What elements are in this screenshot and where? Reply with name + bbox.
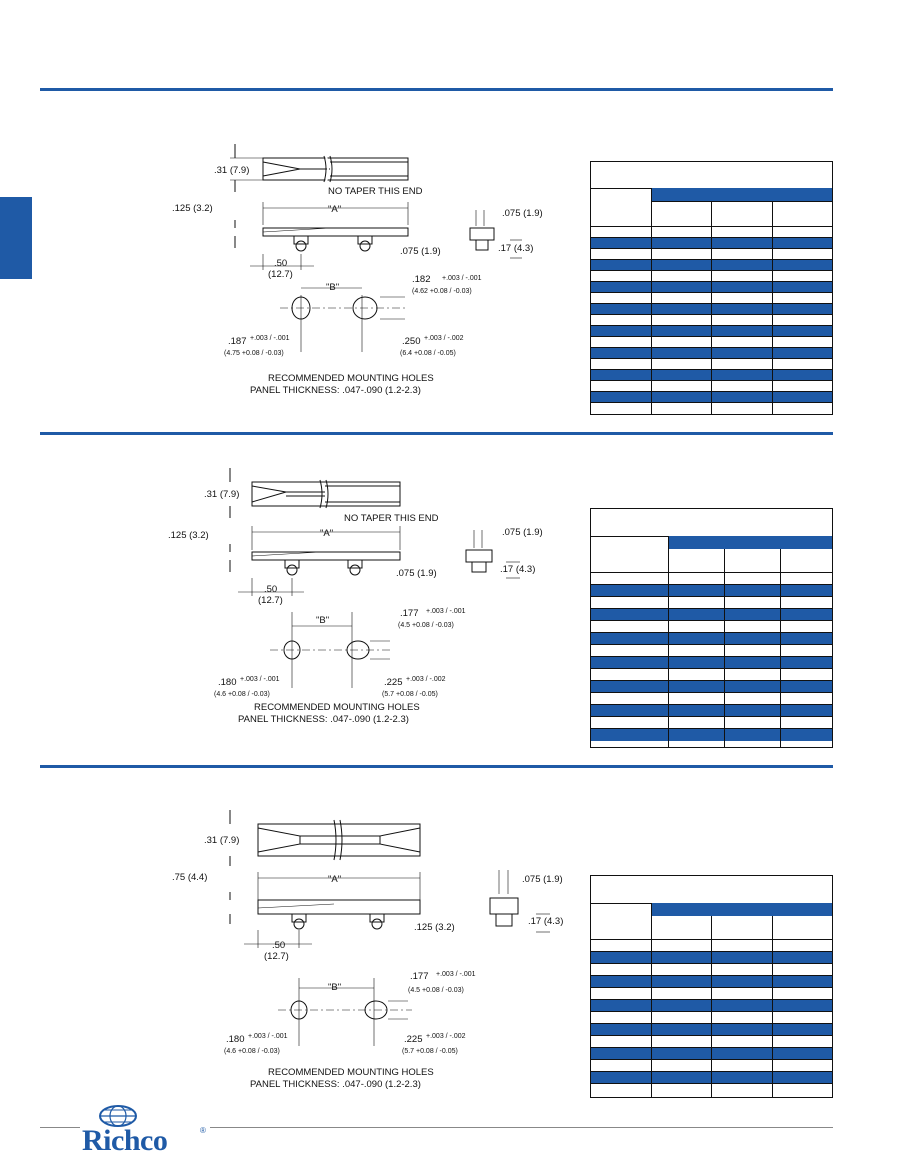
dim-pitch: .50 <box>264 584 277 595</box>
rec-mounting: RECOMMENDED MOUNTING HOLES <box>254 702 420 713</box>
dim-hole-rr-mm: (6.4 +0.08 / -0.05) <box>400 350 456 357</box>
dim-hole-rr-mm: (5.7 +0.08 / -0.05) <box>402 1048 458 1055</box>
dim-h1: .31 (7.9) <box>204 835 239 846</box>
section-rule-1 <box>40 88 833 91</box>
brand-name: Richco <box>82 1124 168 1157</box>
dim-clip-h: .17 (4.3) <box>500 564 535 575</box>
dim-hole-l: .180 <box>218 677 237 688</box>
panel-thickness: PANEL THICKNESS: .047-.090 (1.2-2.3) <box>250 1079 421 1090</box>
dim-clip-h: .17 (4.3) <box>498 243 533 254</box>
dim-clip-w: .075 (1.9) <box>522 874 563 885</box>
dim-pitch: .50 <box>274 258 287 269</box>
dim-hole-l-tol: +.003 / -.001 <box>250 335 290 342</box>
part-table-1 <box>590 161 833 415</box>
dim-h1: .31 (7.9) <box>214 165 249 176</box>
dim-hole-l-mm: (4.6 +0.08 / -0.03) <box>214 691 270 698</box>
dim-hole-rr: .225 <box>404 1034 423 1045</box>
footer-rule-left <box>40 1127 80 1128</box>
dim-h2: .75 (4.4) <box>172 872 207 883</box>
brand-reg: ® <box>200 1126 206 1135</box>
dim-hole-r-mm: (4.5 +0.08 / -0.03) <box>398 622 454 629</box>
dim-hole-r: .177 <box>400 608 419 619</box>
dim-hole-rr-tol: +.003 / -.002 <box>406 676 446 683</box>
dim-clip-w2: .075 (1.9) <box>396 568 437 579</box>
side-tab <box>0 197 32 279</box>
dim-hole-l-mm: (4.6 +0.08 / -0.03) <box>224 1048 280 1055</box>
dim-hole-rr: .225 <box>384 677 403 688</box>
dim-hole-r-tol: +.003 / -.001 <box>436 971 476 978</box>
dim-hole-l: .187 <box>228 336 247 347</box>
dim-h1: .31 (7.9) <box>204 489 239 500</box>
part-table-2 <box>590 508 833 748</box>
dim-hole-l-tol: +.003 / -.001 <box>240 676 280 683</box>
dim-hole-r: .177 <box>410 971 429 982</box>
dim-hole-rr: .250 <box>402 336 421 347</box>
drawing-section-2: .31 (7.9) NO TAPER THIS END "A" .125 (3.… <box>150 460 570 730</box>
dim-hole-rr-tol: +.003 / -.002 <box>424 335 464 342</box>
dim-pitch: .50 <box>272 940 285 951</box>
panel-thickness: PANEL THICKNESS: .047-.090 (1.2-2.3) <box>238 714 409 725</box>
dim-hole-r-tol: +.003 / -.001 <box>442 275 482 282</box>
section-rule-3 <box>40 765 833 768</box>
dim-a: "A" <box>320 528 333 539</box>
dim-a: "A" <box>328 204 341 215</box>
dim-pitch-mm: (12.7) <box>268 269 293 280</box>
drawing-section-3: .31 (7.9) "A" .75 (4.4) .50 (12.7) .075 … <box>150 800 570 1095</box>
dim-b: "B" <box>316 615 329 626</box>
globe-icon <box>99 1105 137 1127</box>
dim-clip-h: .17 (4.3) <box>528 916 563 927</box>
dim-b: "B" <box>326 282 339 293</box>
dim-pitch-mm: (12.7) <box>264 951 289 962</box>
drawing-section-1: .31 (7.9) NO TAPER THIS END "A" .125 (3.… <box>150 130 570 420</box>
dim-hole-rr-mm: (5.7 +0.08 / -0.05) <box>382 691 438 698</box>
dim-b: "B" <box>328 982 341 993</box>
dim-clip-w2: .125 (3.2) <box>414 922 455 933</box>
part-table-3 <box>590 875 833 1098</box>
dim-hole-rr-tol: +.003 / -.002 <box>426 1033 466 1040</box>
dim-a: "A" <box>328 874 341 885</box>
section-rule-2 <box>40 432 833 435</box>
footer-rule <box>210 1127 833 1128</box>
rec-mounting: RECOMMENDED MOUNTING HOLES <box>268 1067 434 1078</box>
dim-hole-r-mm: (4.62 +0.08 / -0.03) <box>412 288 472 295</box>
no-taper-label: NO TAPER THIS END <box>328 186 423 197</box>
dim-hole-l: .180 <box>226 1034 245 1045</box>
dim-hole-r-mm: (4.5 +0.08 / -0.03) <box>408 987 464 994</box>
richco-logo: Richco ® <box>82 1104 212 1157</box>
rec-mounting: RECOMMENDED MOUNTING HOLES <box>268 373 434 384</box>
dim-hole-l-mm: (4.75 +0.08 / -0.03) <box>224 350 284 357</box>
dim-hole-r: .182 <box>412 274 431 285</box>
dim-hole-r-tol: +.003 / -.001 <box>426 608 466 615</box>
dim-pitch-mm: (12.7) <box>258 595 283 606</box>
dim-h2: .125 (3.2) <box>168 530 209 541</box>
panel-thickness: PANEL THICKNESS: .047-.090 (1.2-2.3) <box>250 385 421 396</box>
no-taper-label: NO TAPER THIS END <box>344 513 439 524</box>
dim-clip-w: .075 (1.9) <box>502 208 543 219</box>
dim-h2: .125 (3.2) <box>172 203 213 214</box>
dim-clip-w2: .075 (1.9) <box>400 246 441 257</box>
dim-hole-l-tol: +.003 / -.001 <box>248 1033 288 1040</box>
dim-clip-w: .075 (1.9) <box>502 527 543 538</box>
